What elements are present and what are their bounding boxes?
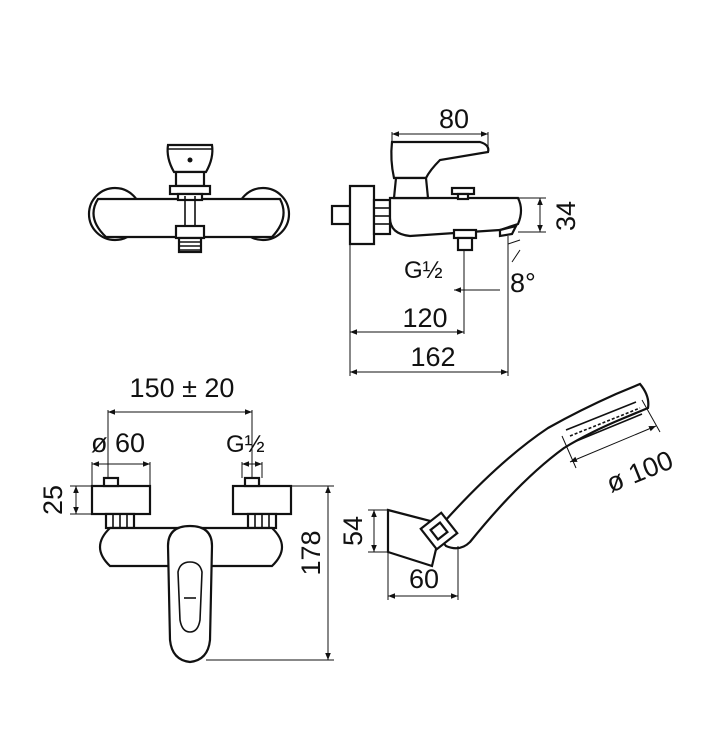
wall-eccentric (348, 184, 376, 246)
right-connection (231, 484, 293, 516)
side-thread-label: G½ (404, 257, 443, 284)
dim-120: 120 (402, 303, 447, 333)
left-connection (90, 484, 152, 516)
front-thread-label: G½ (226, 431, 265, 458)
dim-162: 162 (410, 342, 455, 372)
dim-60: 60 (409, 564, 439, 594)
mixer-body (92, 197, 285, 239)
front-handle (166, 524, 214, 664)
dim-diameter-100: ø 100 (602, 445, 677, 499)
dim-80: 80 (439, 104, 469, 134)
dim-spacing: 150 ± 20 (130, 373, 235, 403)
dim-54: 54 (338, 516, 368, 546)
wall-cap (330, 204, 352, 226)
dim-178: 178 (296, 530, 326, 575)
hand-shower-view: ø 100 54 60 (338, 382, 677, 600)
spout-tip (498, 224, 519, 238)
dim-angle: 8° (510, 268, 536, 298)
front-view-top (87, 143, 291, 254)
dim-25: 25 (38, 485, 68, 515)
indicator-dot (187, 157, 193, 163)
side-view: 80 34 8° G½ 120 162 (330, 104, 581, 376)
hose-outlet (452, 228, 478, 240)
front-view-bottom: 150 ± 20 ø 60 G½ 25 178 (38, 373, 334, 664)
dim-34: 34 (551, 201, 581, 231)
side-lever (390, 140, 490, 180)
dim-diameter-60: ø 60 (91, 428, 145, 458)
spout-outlet (174, 224, 206, 240)
